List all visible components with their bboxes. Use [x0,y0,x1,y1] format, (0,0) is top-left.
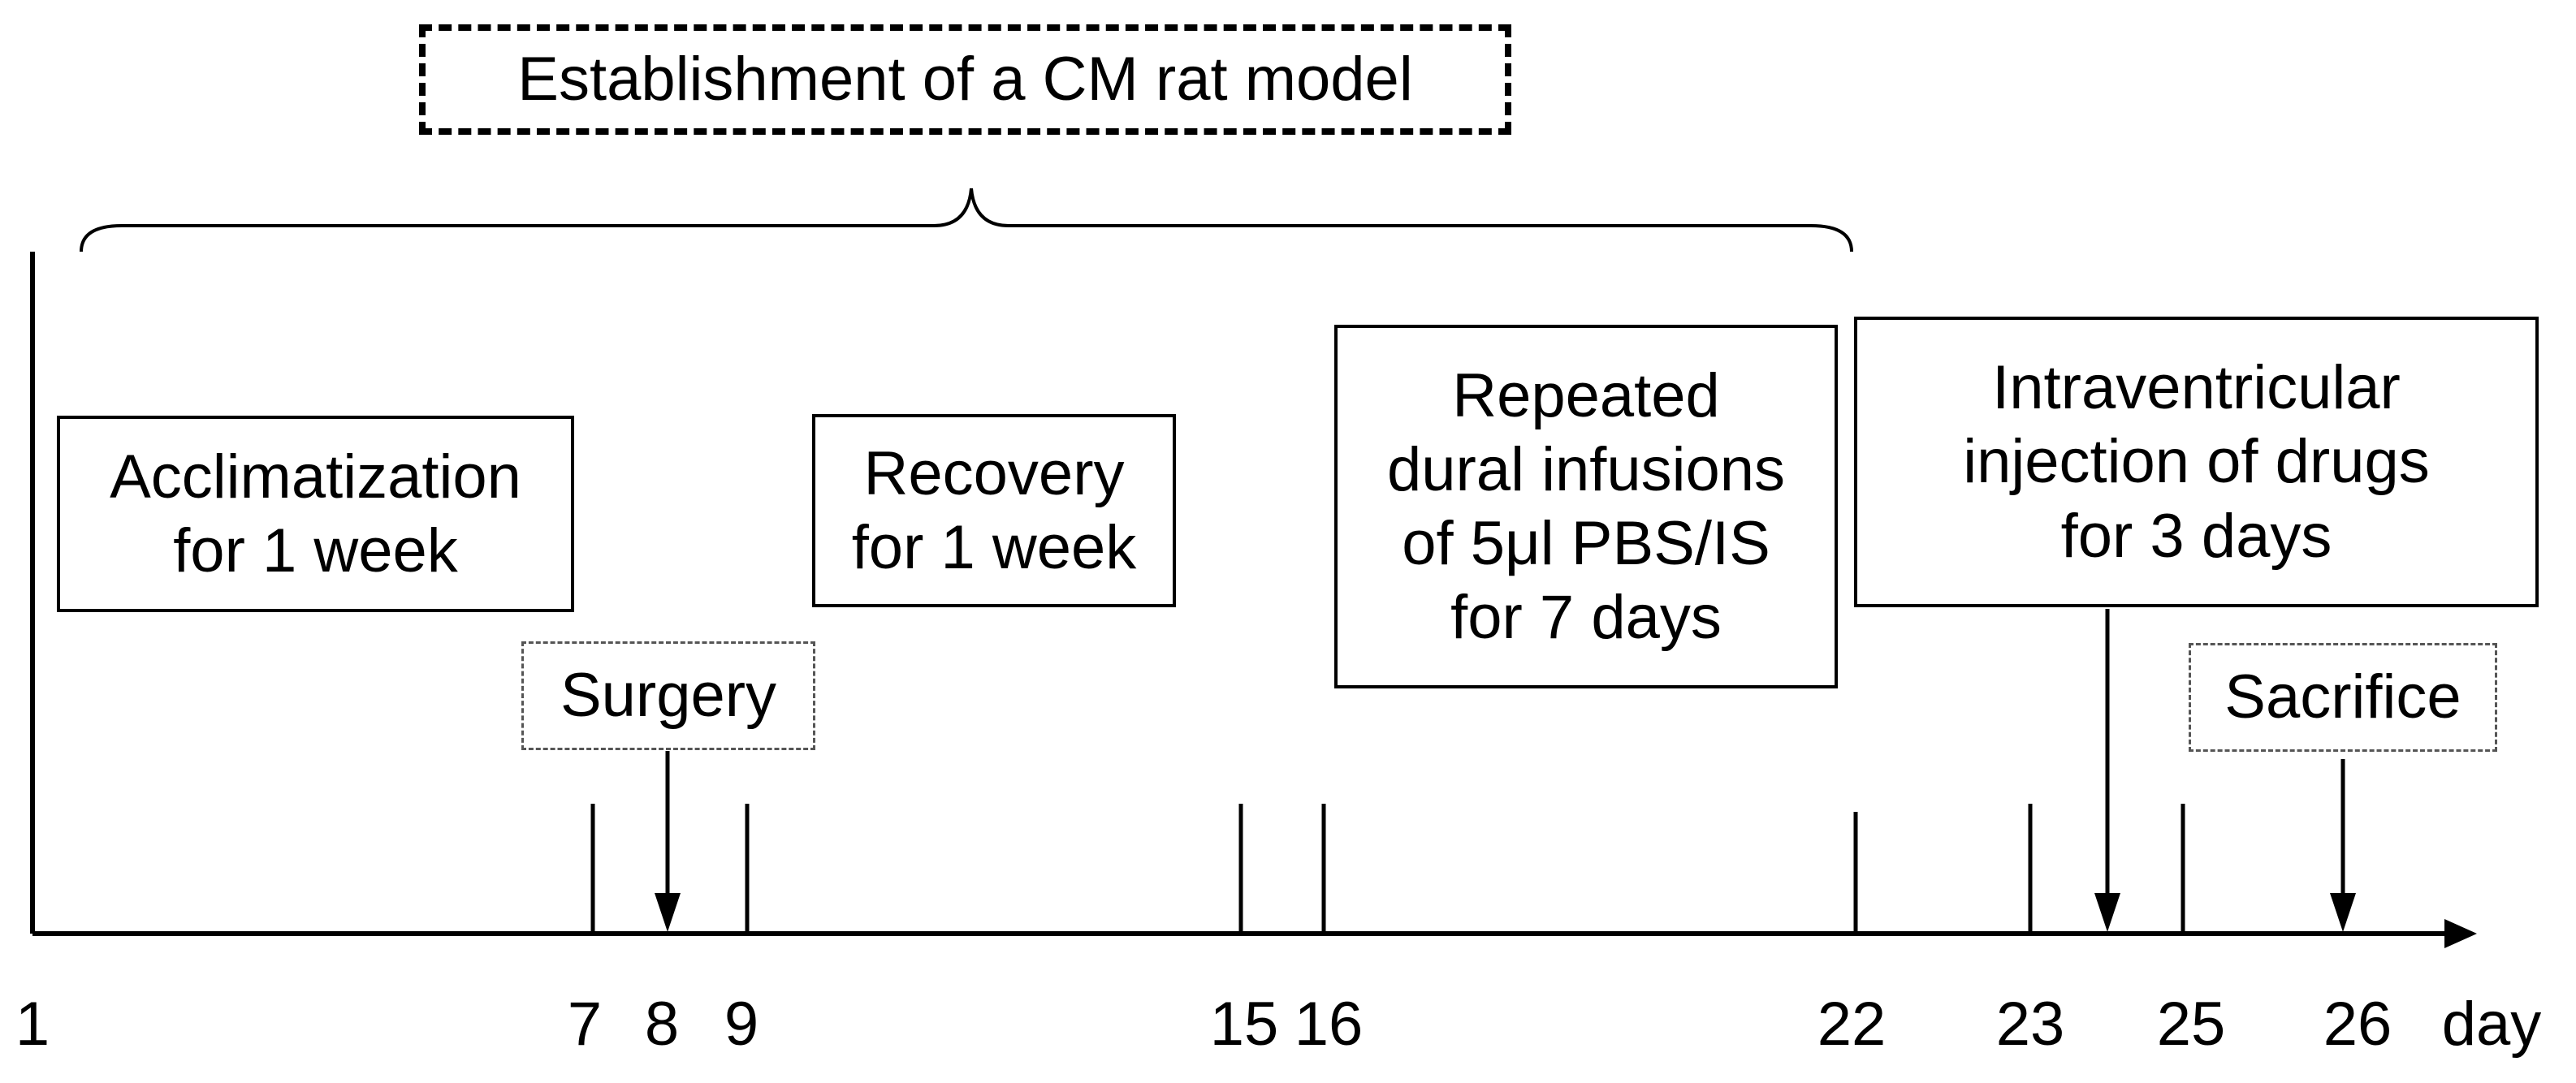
infusions-line-3: of 5μl PBS/IS [1402,509,1770,578]
recovery-box: Recovery for 1 week [812,414,1176,607]
surgery-text: Surgery [560,661,777,731]
injection-arrowhead [2094,893,2120,932]
tick-label-26: 26 [2323,990,2392,1059]
surgery-box: Surgery [521,641,815,750]
injection-line-3: for 3 days [2060,501,2332,571]
infusions-box: Repeated dural infusions of 5μl PBS/IS f… [1334,325,1838,688]
injection-line-1: Intraventricular [1992,353,2401,423]
acclimatization-line-1: Acclimatization [110,442,521,511]
tick-label-25: 25 [2156,990,2226,1059]
injection-line-2: injection of drugs [1963,427,2430,497]
sacrifice-box: Sacrifice [2189,643,2497,752]
tick-label-23: 23 [1995,990,2065,1059]
establishment-brace [80,188,1853,252]
infusions-line-2: dural infusions [1386,434,1786,504]
tick-label-1: 1 [15,990,50,1059]
tick-label-8: 8 [644,990,680,1059]
axis-unit-label: day [2441,990,2542,1059]
tick-label-22: 22 [1817,990,1887,1059]
sacrifice-arrowhead [2330,893,2356,932]
recovery-line-2: for 1 week [851,513,1137,582]
infusions-line-4: for 7 days [1450,583,1722,653]
title-text: Establishment of a CM rat model [517,45,1413,114]
sacrifice-text: Sacrifice [2224,662,2461,732]
tick-label-7: 7 [567,990,603,1059]
infusions-line-1: Repeated [1452,360,1720,430]
tick-label-15: 15 [1209,990,1279,1059]
surgery-arrowhead [655,893,681,932]
injection-box: Intraventricular injection of drugs for … [1854,317,2539,607]
tick-label-16: 16 [1294,990,1364,1059]
tick-label-9: 9 [724,990,759,1059]
timeline-arrowhead [2444,919,2477,948]
title-box: Establishment of a CM rat model [419,24,1511,135]
acclimatization-line-2: for 1 week [173,516,458,585]
acclimatization-box: Acclimatization for 1 week [57,416,574,612]
recovery-line-1: Recovery [863,438,1125,508]
